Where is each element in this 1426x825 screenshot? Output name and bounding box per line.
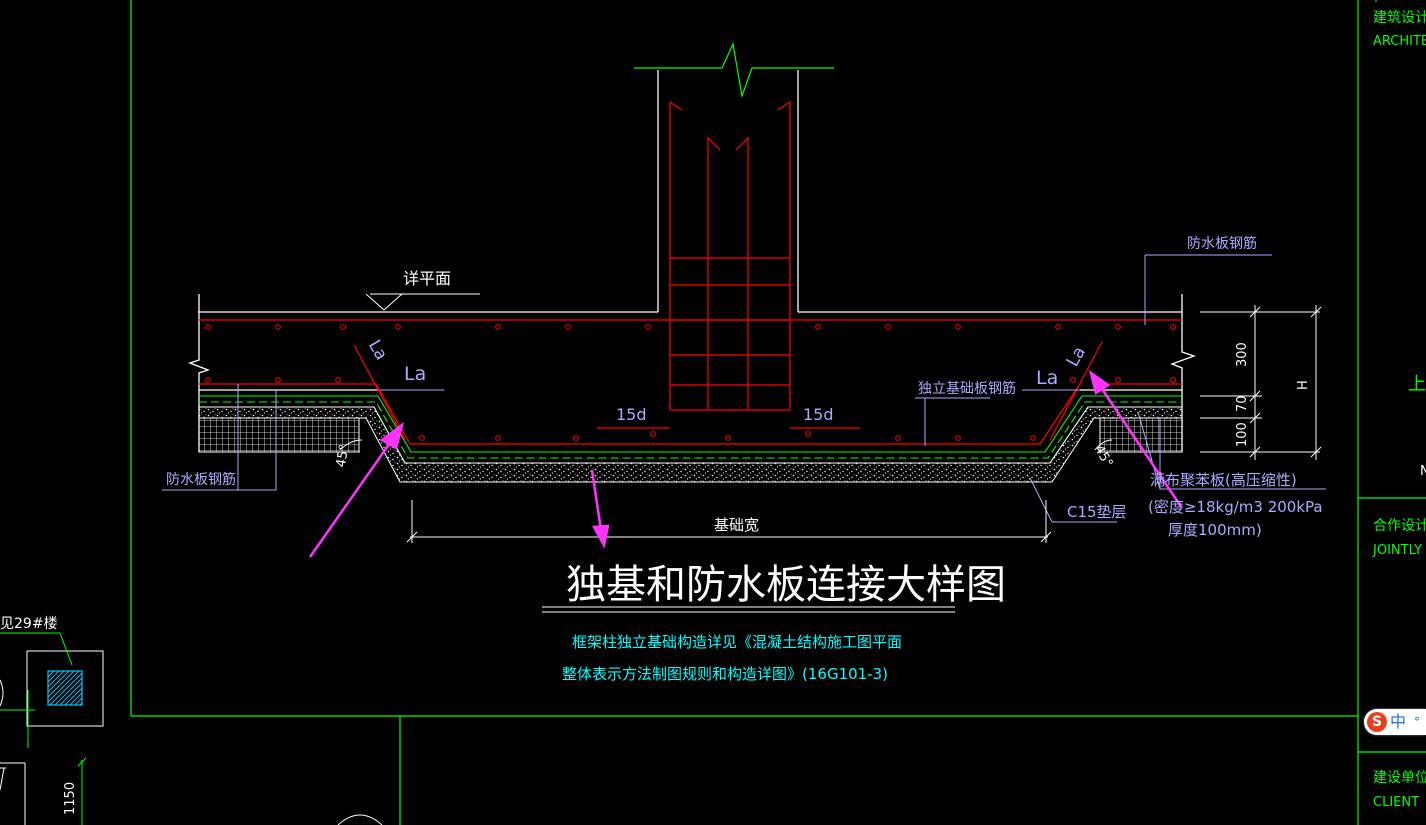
annotation-lines	[162, 254, 1326, 523]
tb-architect-cn: 建筑设计	[1373, 10, 1426, 26]
label-15d-right: 15d	[803, 405, 834, 424]
tb-architect-en: ARCHITE	[1373, 34, 1426, 49]
foam-board-left	[198, 417, 360, 453]
rebar-lines	[199, 100, 1182, 445]
dim-70: 70	[1235, 395, 1250, 412]
slab-outline	[188, 294, 1196, 452]
dim-300: 300	[1235, 342, 1250, 367]
label-found-slab-rebar: 独立基础板钢筋	[918, 380, 1016, 397]
tb-client-en: CLIENT	[1373, 795, 1419, 810]
ime-toolbar[interactable]: S 中 °	[1364, 709, 1426, 735]
title-note-line-2: 整体表示方法制图规则和构造详图》(16G101-3)	[562, 665, 888, 683]
label-c15: C15垫层	[1067, 503, 1127, 521]
left-partial-detail	[0, 632, 383, 825]
label-xiangpingmian: 详平面	[403, 269, 451, 288]
label-see-29: 见29#楼	[0, 616, 58, 632]
label-angle-left: 45°	[334, 443, 353, 468]
label-fsb-rebar-top-right: 防水板钢筋	[1187, 235, 1257, 252]
label-fsb-rebar-left: 防水板钢筋	[166, 471, 236, 488]
dim-1150: 1150	[63, 782, 78, 815]
tb-client-cn: 建设单位	[1373, 770, 1426, 786]
drawing-texts: 详平面 La La La La 15d 15d 45° 45° 防水板钢筋 防水…	[0, 235, 1323, 815]
drawing-title: 独基和防水板连接大样图	[566, 562, 1006, 608]
column-break-line	[634, 41, 834, 99]
title-note-line-1: 框架柱独立基础构造详见《混凝土结构施工图平面	[572, 633, 902, 651]
ime-language-toggle[interactable]: 中	[1390, 712, 1407, 731]
column-outline	[198, 70, 1182, 313]
label-foam-board-1: 满布聚苯板(高压缩性)	[1150, 471, 1297, 489]
dim-100: 100	[1235, 422, 1250, 447]
label-la-right-slant: La	[1063, 343, 1090, 370]
highlight-arrows	[308, 370, 1184, 558]
label-15d-left: 15d	[616, 405, 647, 424]
label-foam-board-2: (密度≥18kg/m3 200kPa	[1148, 498, 1323, 516]
title-block: 建筑设计 ARCHITE 上 N 合作设计 JOINTLY 建设单位 CLIEN…	[1372, 10, 1426, 810]
label-foundation-width: 基础宽	[714, 516, 759, 534]
label-la-left-slant: La	[364, 337, 391, 364]
rebar-dots	[205, 324, 1176, 441]
label-la-right: La	[1036, 367, 1058, 389]
tb-joint-en: JOINTLY	[1372, 543, 1422, 558]
drawing-frame	[130, 0, 1426, 825]
tb-joint-cn: 合作设计	[1373, 518, 1426, 534]
dimension-lines	[339, 293, 1322, 613]
dim-H: H	[1296, 380, 1311, 390]
ime-punctuation-icon[interactable]: °	[1414, 715, 1420, 729]
tb-side-n: N	[1420, 464, 1426, 479]
ime-logo-icon[interactable]: S	[1367, 712, 1387, 732]
tb-side-char: 上	[1408, 374, 1426, 395]
label-foam-board-3: 厚度100mm)	[1168, 521, 1262, 539]
label-la-left: La	[404, 363, 426, 385]
